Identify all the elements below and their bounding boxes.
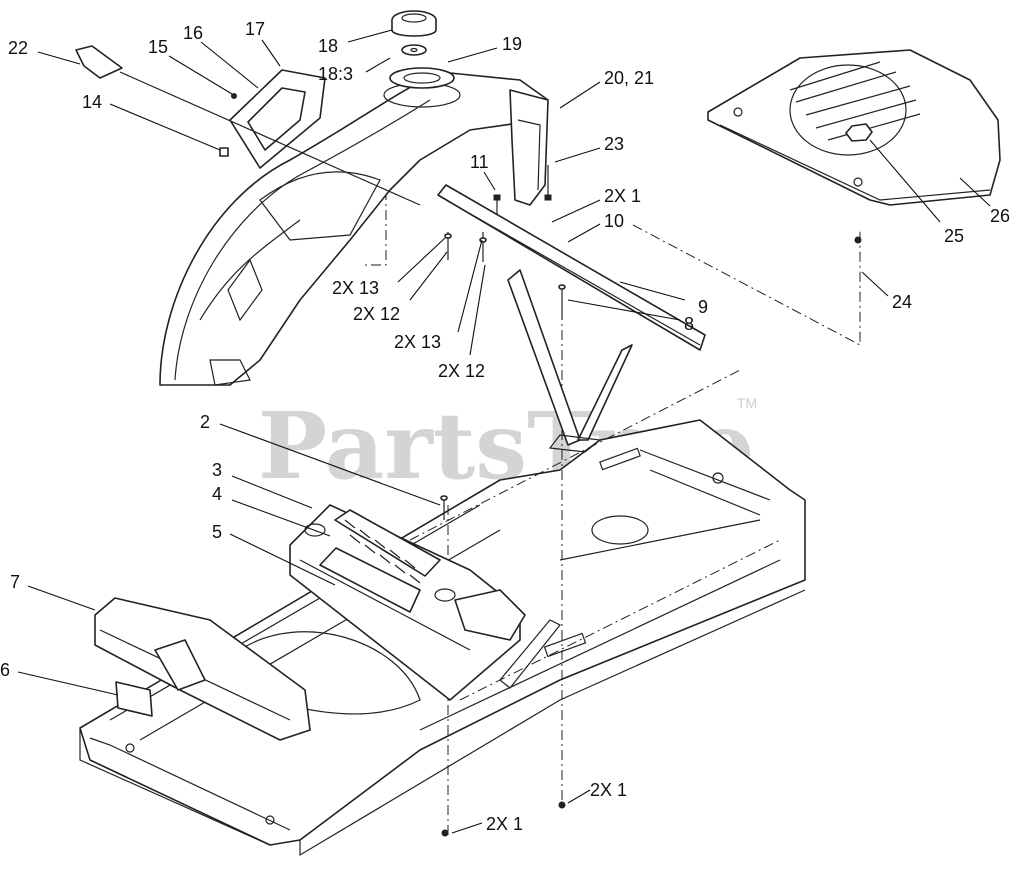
callout-4: 4	[212, 484, 222, 504]
front-bumper	[94, 597, 311, 741]
callout-20-21: 20, 21	[604, 68, 654, 88]
callout-24: 24	[892, 292, 912, 312]
callout-17: 17	[245, 19, 265, 39]
seat-switch-cable	[75, 45, 421, 206]
callout-2x1-bottom-right: 2X 1	[590, 780, 627, 800]
callout-15: 15	[148, 37, 168, 57]
callout-2x13-b: 2X 13	[394, 332, 441, 352]
hood-cover	[707, 49, 1001, 206]
callout-18-3: 18:3	[318, 64, 353, 84]
callout-5: 5	[212, 522, 222, 542]
hardware	[231, 93, 862, 837]
callout-18: 18	[318, 36, 338, 56]
callout-3: 3	[212, 460, 222, 480]
callout-2x1-top: 2X 1	[604, 186, 641, 206]
callout-2x13-a: 2X 13	[332, 278, 379, 298]
callout-2x12-b: 2X 12	[438, 361, 485, 381]
callout-25: 25	[944, 226, 964, 246]
callout-16: 16	[183, 23, 203, 43]
callout-9: 9	[698, 297, 708, 317]
callout-10: 10	[604, 211, 624, 231]
callout-19: 19	[502, 34, 522, 54]
callout-22: 22	[8, 38, 28, 58]
callout-2x1-bottom-left: 2X 1	[486, 814, 523, 834]
callout-2: 2	[200, 412, 210, 432]
support-bracket-10	[437, 184, 706, 351]
fender-assembly	[159, 69, 549, 386]
leader-lines	[17, 29, 991, 834]
callout-11: 11	[470, 152, 489, 172]
watermark-trademark: TM	[737, 395, 757, 411]
support-bracket-8-9	[507, 269, 633, 453]
callout-23: 23	[604, 134, 624, 154]
fuel-cap	[389, 10, 455, 89]
callout-14: 14	[82, 92, 102, 112]
callout-labels: 22 15 16 17 14 18 18:3 19 20, 21 23 11 2…	[0, 19, 1010, 834]
callout-8: 8	[684, 314, 694, 334]
callout-6: 6	[0, 660, 10, 680]
callout-26: 26	[990, 206, 1010, 226]
callout-7: 7	[10, 572, 20, 592]
callout-2x12-a: 2X 12	[353, 304, 400, 324]
control-console	[289, 504, 526, 701]
